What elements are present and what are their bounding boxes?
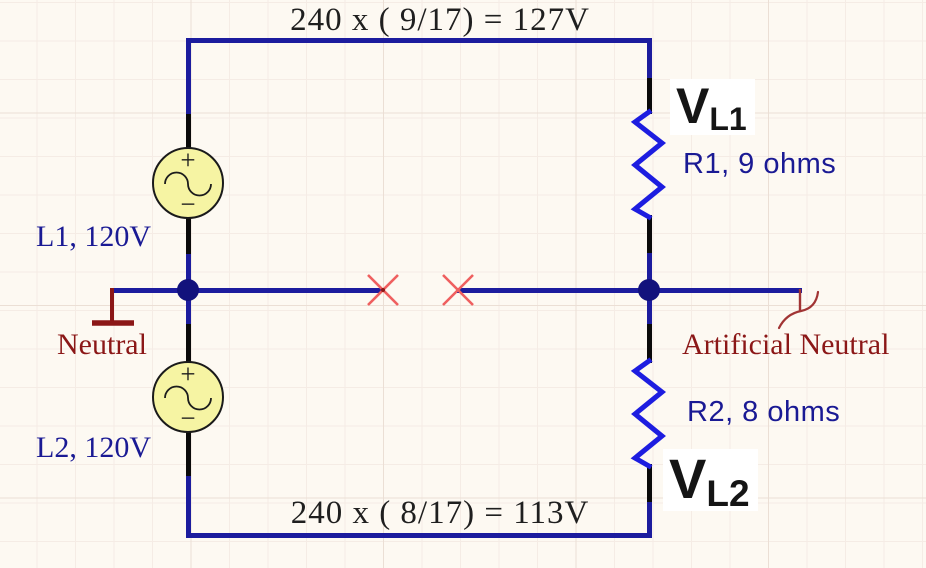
sine-wave-icon [164,171,212,197]
wire-top-horizontal [186,38,652,43]
ac-source-l1: + − [152,147,224,219]
vl1-subscript: L1 [709,101,747,138]
wire-right-below-junction [647,290,652,324]
minus-sign: − [180,189,196,219]
sine-wave-icon [164,385,212,411]
break-x-icon-left [367,274,399,306]
wire-left-bottom-vertical [186,476,191,538]
lead-r2-top [647,322,652,363]
wire-right-bottom-vertical [647,502,652,538]
neutral-label: Neutral [57,328,147,361]
junction-dot-neutral [177,279,199,301]
lead-source2-top [186,322,191,364]
wire-bottom-horizontal [186,533,652,538]
wire-middle-left [110,288,382,293]
wire-left-top-vertical [186,38,191,114]
source-l1-label: L1, 120V [36,220,151,253]
ground-icon [92,288,134,326]
lead-r1-bottom [647,215,652,257]
vl2-label: VL2 [663,447,758,515]
plus-sign: + [180,145,196,175]
vl1-symbol: V [676,78,710,134]
r2-label: R2, 8 ohms [687,396,841,428]
minus-sign: − [180,403,196,433]
artificial-neutral-label: Artificial Neutral [682,328,890,361]
vl2-subscript: L2 [706,473,750,515]
wire-right-top-vertical [647,38,652,78]
source-l2-label: L2, 120V [36,431,151,464]
ac-source-l2: + − [152,361,224,433]
top-equation-label: 240 x ( 9/17) = 127V [290,2,590,38]
resistor-r1-icon [630,108,667,221]
lead-source1-bottom [186,216,191,258]
wire-middle-right [457,288,802,293]
lead-source2-bottom [186,430,191,478]
lead-r2-bottom [647,464,652,504]
vl2-symbol: V [669,447,707,510]
annotation-squiggle-icon [777,289,820,330]
vl1-label: VL1 [670,79,755,135]
lead-source1-top [186,110,191,150]
lead-r1-top [647,74,652,114]
plus-sign: + [180,359,196,389]
junction-dot-artificial-neutral [638,279,660,301]
wire-right-above-junction [647,253,652,290]
r1-label: R1, 9 ohms [683,148,837,180]
resistor-r2-icon [630,357,667,470]
break-x-icon-right [442,274,474,306]
wire-left-below-junction [186,290,191,324]
bottom-equation-label: 240 x ( 8/17) = 113V [290,495,590,531]
wire-left-above-junction [186,254,191,290]
